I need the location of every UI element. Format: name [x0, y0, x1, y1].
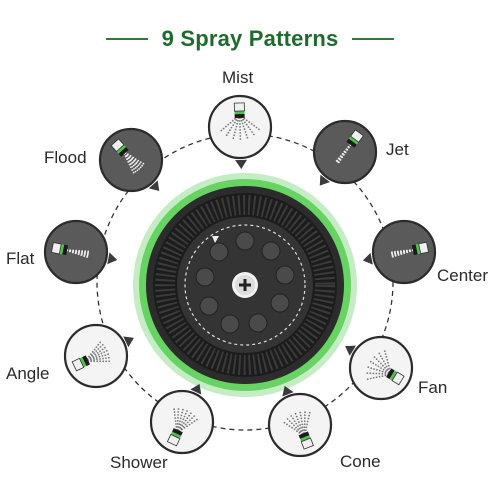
shower-nozzle-tip: [166, 428, 183, 447]
title-rule-right: [352, 38, 395, 40]
cone-stream: [283, 411, 311, 436]
cone-spray-icon: [267, 385, 333, 458]
fan-nozzle-tip: [386, 368, 405, 386]
label-shower: Shower: [110, 453, 168, 472]
label-jet: Jet: [386, 140, 409, 159]
nozzle-head-icon: [133, 173, 357, 397]
jet-stream: [335, 143, 352, 164]
label-center: Center: [437, 266, 489, 285]
cone-nozzle-tip: [298, 431, 314, 450]
flood-nozzle-tip: [110, 138, 129, 157]
label-flood: Flood: [44, 148, 87, 167]
center-nozzle-tip: [411, 241, 429, 256]
fan-spray-icon: [345, 335, 414, 401]
shower-spray-icon: [149, 383, 215, 455]
title-rule-left: [105, 38, 148, 40]
label-mist: Mist: [222, 68, 254, 87]
jet-nozzle-tip: [346, 129, 364, 148]
page-title: 9 Spray Patterns: [161, 26, 339, 51]
label-angle: Angle: [6, 364, 50, 383]
flat-nozzle-tip: [51, 242, 69, 256]
flood-spray-icon: [98, 127, 164, 193]
angle-spray-icon: [63, 323, 134, 389]
mist-spray-icon: [207, 94, 273, 169]
label-fan: Fan: [418, 378, 448, 397]
mist-nozzle-tip: [233, 102, 245, 119]
angle-nozzle-tip: [71, 355, 91, 372]
label-cone: Cone: [340, 452, 381, 471]
label-flat: Flat: [6, 249, 35, 268]
flat-spray-icon: [43, 219, 118, 285]
title-bar: 9 Spray Patterns: [0, 22, 500, 56]
center-spray-icon: [362, 219, 437, 285]
jet-spray-icon: [312, 119, 378, 186]
